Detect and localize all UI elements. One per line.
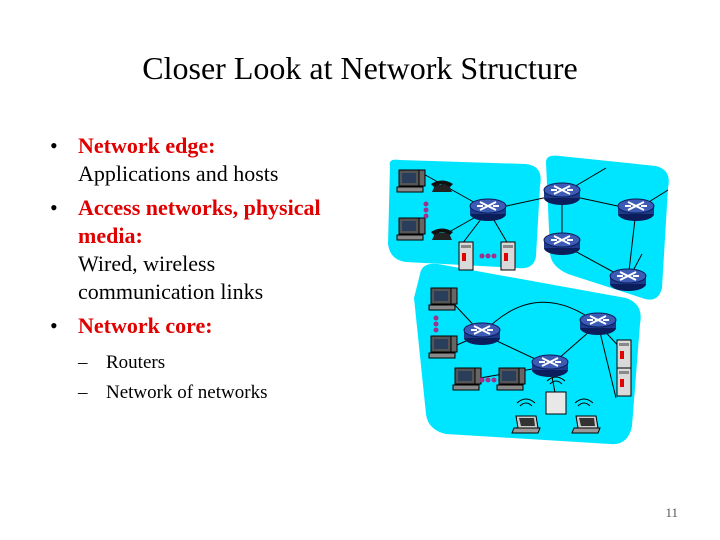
sub-bullet-routers: –Routers <box>78 352 166 373</box>
page-number: 11 <box>665 505 678 520</box>
bullet-heading: Network core: <box>78 313 213 338</box>
router-icon <box>469 198 507 222</box>
bullet-dot: • <box>50 133 58 158</box>
router-icon <box>617 198 655 222</box>
ellipsis-dots <box>423 201 497 383</box>
desktop-computer-icon <box>396 169 426 193</box>
desktop-computer-icon <box>428 287 458 311</box>
server-icon <box>616 339 632 369</box>
bullet-network-edge: • Network edge: Applications and hosts <box>50 132 350 188</box>
desktop-computer-icon <box>496 367 526 391</box>
router-icon <box>543 232 581 256</box>
router-icon <box>463 322 501 346</box>
network-cloud-top-left <box>388 159 541 269</box>
desktop-computer-icon <box>428 335 458 359</box>
server-icon <box>616 367 632 397</box>
network-cloud-top-right <box>546 155 669 300</box>
bullet-dot: • <box>50 195 58 220</box>
sub-bullet-list: –Routers –Network of networks <box>78 348 350 408</box>
telephone-icon <box>431 180 453 192</box>
sub-bullet-network-of-networks: –Network of networks <box>78 382 268 403</box>
bullet-heading: Network edge: <box>78 133 216 158</box>
network-diagram <box>388 155 669 445</box>
bullet-access-networks: • Access networks, physical media: Wired… <box>50 194 350 306</box>
server-icon <box>500 241 516 271</box>
bullet-text: Wired, wireless communication links <box>78 251 264 304</box>
bullet-list: • Network edge: Applications and hosts •… <box>50 132 350 414</box>
bullet-network-core: • Network core: –Routers –Network of net… <box>50 312 350 408</box>
access-point-icon <box>545 391 567 415</box>
bullet-heading: Access networks, physical media: <box>78 195 321 248</box>
bullet-text: Applications and hosts <box>78 161 279 186</box>
telephone-icon <box>431 228 453 240</box>
server-icon <box>458 241 474 271</box>
router-icon <box>531 354 569 378</box>
router-icon <box>609 268 647 292</box>
slide-title: Closer Look at Network Structure <box>142 50 578 86</box>
router-icon <box>579 312 617 336</box>
desktop-computer-icon <box>396 217 426 241</box>
router-icon <box>543 182 581 206</box>
desktop-computer-icon <box>452 367 482 391</box>
bullet-dot: • <box>50 313 58 338</box>
